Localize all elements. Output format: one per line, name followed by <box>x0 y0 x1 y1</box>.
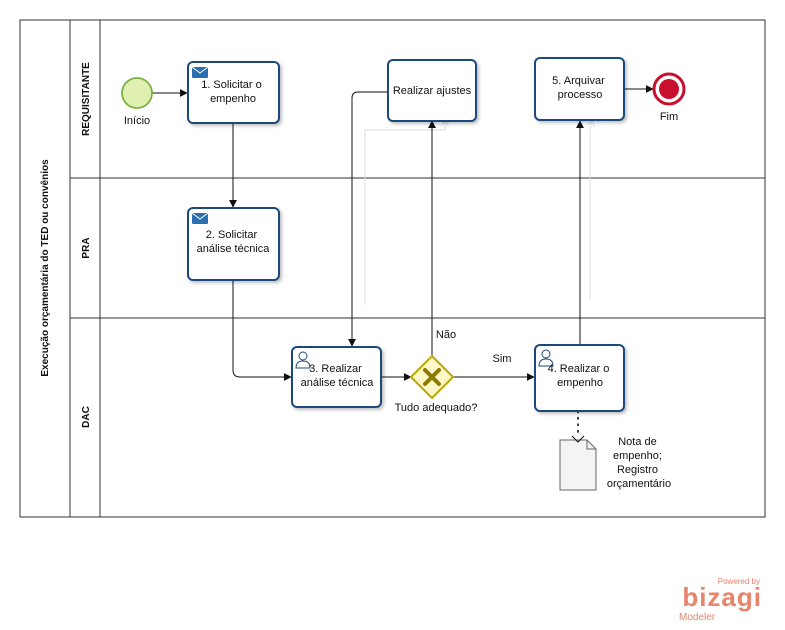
brand-name: bizagi <box>682 582 762 612</box>
start-event[interactable]: Início <box>121 77 153 127</box>
exclusive-gateway[interactable]: Tudo adequado? <box>395 354 478 414</box>
task-realizar-empenho-line2: empenho <box>557 377 603 389</box>
artifact-line1: Nota de <box>618 436 657 448</box>
task-realizar-empenho-line1: 4. Realizar o <box>548 363 610 375</box>
task-solicitar-analise-tecnica-line2: análise técnica <box>197 243 271 255</box>
task-arquivar-processo-line1: 5. Arquivar <box>552 75 605 87</box>
end-event[interactable]: Fim <box>652 72 686 123</box>
svg-text:Nota de empenho; R: Nota de empenho; Registro orçamentário <box>607 436 671 490</box>
document-icon <box>559 435 597 491</box>
brand-product: Modeler <box>679 612 716 623</box>
brand-powered-label: Powered by <box>718 577 760 586</box>
lane-title-pra: PRA <box>81 237 92 258</box>
lanes: REQUISITANTE PRA DAC <box>70 62 765 428</box>
task-realizar-ajustes[interactable]: Realizar ajustes <box>387 59 477 122</box>
task-realizar-ajustes-label: Realizar ajustes <box>393 85 472 97</box>
task-arquivar-processo-line2: processo <box>558 89 603 101</box>
task-solicitar-empenho-line1: 1. Solicitar o <box>201 79 262 91</box>
lane-title-dac: DAC <box>81 406 92 428</box>
task-solicitar-empenho[interactable]: 1. Solicitar o empenho <box>187 61 280 124</box>
flow-t2-to-t3 <box>232 280 292 381</box>
svg-text:2. Solicitar análise téc: 2. Solicitar análise técnica <box>197 229 271 255</box>
pool-title: Execução orçamentária do TED ou convênio… <box>40 159 51 377</box>
task-realizar-analise-tecnica[interactable]: 3. Realizar análise técnica <box>291 346 382 408</box>
task-realizar-analise-tecnica-line1: 3. Realizar <box>309 363 362 375</box>
envelope-icon <box>191 66 209 78</box>
bizagi-logo: Powered by bizagi Modeler <box>679 577 762 623</box>
artifact-line2: empenho; <box>613 450 662 462</box>
task-solicitar-analise-tecnica-line1: 2. Solicitar <box>206 229 258 241</box>
envelope-icon <box>191 212 209 224</box>
svg-text:4. Realizar o empenho: 4. Realizar o empenho <box>548 363 613 389</box>
gateway-no-label: Não <box>436 329 456 341</box>
lane-title-requisitante: REQUISITANTE <box>81 62 92 136</box>
task-solicitar-analise-tecnica[interactable]: 2. Solicitar análise técnica <box>187 207 280 281</box>
user-icon <box>295 351 311 369</box>
start-event-label: Início <box>124 115 150 127</box>
svg-text:5. Arquivar processo: 5. Arquivar processo <box>552 75 608 101</box>
end-event-label: Fim <box>660 111 678 123</box>
artifact-line4: orçamentário <box>607 478 671 490</box>
secondary-flow-hints <box>364 120 592 305</box>
task-arquivar-processo[interactable]: 5. Arquivar processo <box>534 57 625 121</box>
user-icon <box>538 349 554 367</box>
task-solicitar-empenho-line2: empenho <box>210 93 256 105</box>
flow-adjust-to-t3 <box>348 91 387 347</box>
data-object-nota-empenho[interactable]: Nota de empenho; Registro orçamentário <box>559 435 671 491</box>
sequence-flows <box>152 85 654 437</box>
gateway-yes-label: Sim <box>493 353 512 365</box>
task-realizar-analise-tecnica-line2: análise técnica <box>301 377 375 389</box>
x-mark-icon <box>423 368 441 386</box>
artifact-line3: Registro <box>617 464 658 476</box>
task-realizar-empenho[interactable]: 4. Realizar o empenho <box>534 344 625 412</box>
gateway-label: Tudo adequado? <box>395 402 478 414</box>
svg-text:3. Realizar análise técn: 3. Realizar análise técnica <box>301 363 375 389</box>
svg-text:1. Solicitar o empenho: 1. Solicitar o empenho <box>201 79 265 105</box>
